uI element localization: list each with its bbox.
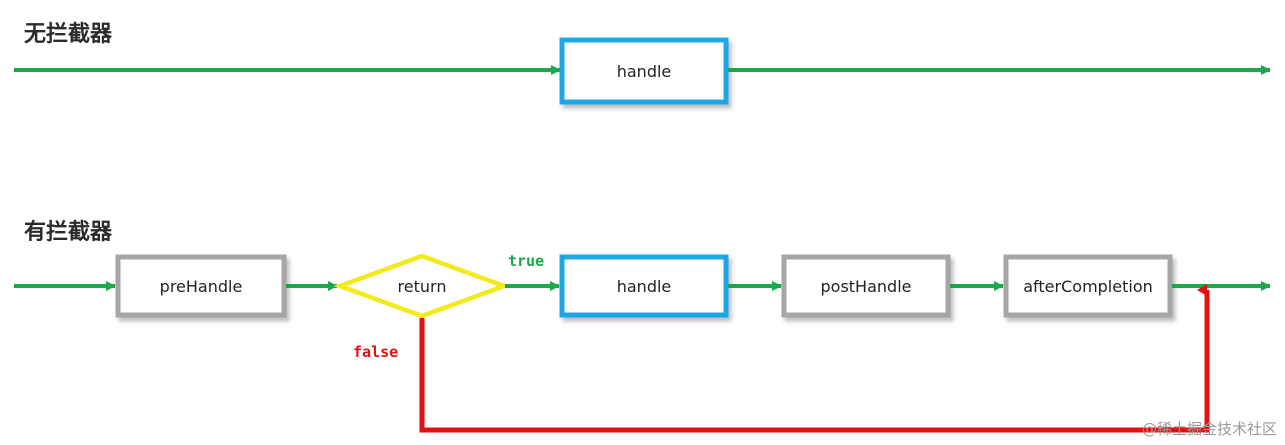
return-label: return xyxy=(398,277,447,296)
return-decision-diamond xyxy=(333,253,511,319)
handle-box-with-interceptor xyxy=(559,254,729,318)
aftercompletion-box xyxy=(1003,254,1173,318)
false-branch-label: false xyxy=(353,343,398,361)
handle-box-no-interceptor xyxy=(559,37,729,105)
handle-label-no-interceptor: handle xyxy=(617,62,672,81)
watermark: @稀土掘金技术社区 xyxy=(1141,420,1277,438)
prehandle-box xyxy=(115,254,287,318)
false-path-arrow xyxy=(419,284,1210,433)
true-branch-label: true xyxy=(508,252,544,270)
section-title-with-interceptor: 有拦截器 xyxy=(24,220,113,245)
posthandle-box xyxy=(781,254,951,318)
aftercompletion-label: afterCompletion xyxy=(1023,277,1153,296)
handle-label-with-interceptor: handle xyxy=(617,277,672,296)
section-title-no-interceptor: 无拦截器 xyxy=(24,22,113,47)
prehandle-label: preHandle xyxy=(160,277,243,296)
posthandle-label: postHandle xyxy=(821,277,912,296)
